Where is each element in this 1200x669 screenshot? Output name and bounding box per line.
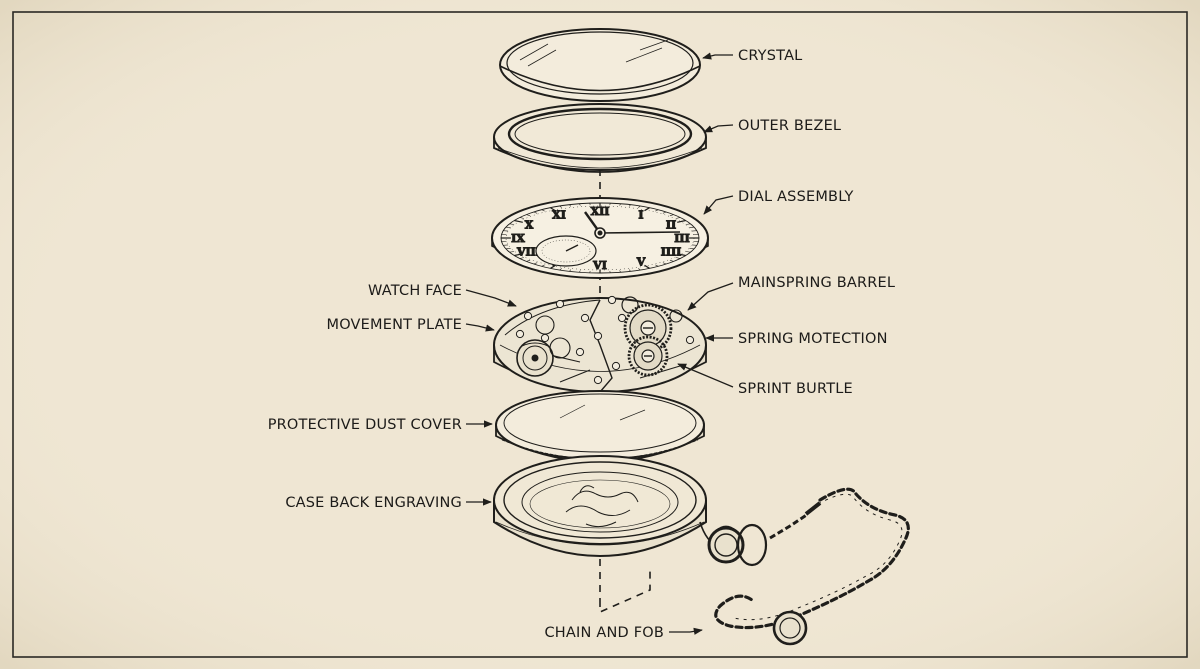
dial-tick <box>526 214 531 217</box>
dial-tick <box>689 248 695 250</box>
dial-tick <box>609 271 611 273</box>
dial-tick <box>541 264 545 267</box>
dial-numeral: IIII <box>661 246 682 259</box>
dial-tick <box>589 271 591 273</box>
dial-tick <box>628 269 631 272</box>
dial-tick <box>638 205 641 208</box>
dial-tick <box>519 217 524 219</box>
dial-tick <box>609 203 611 205</box>
dial-tick <box>655 209 659 212</box>
dial-tick <box>638 268 641 271</box>
dial-tick <box>685 251 691 253</box>
dial-tick <box>628 204 631 207</box>
label-mainspring-barrel: MAINSPRING BARREL <box>738 275 895 291</box>
label-dial-assembly: DIAL ASSEMBLY <box>738 189 854 205</box>
dial-tick <box>514 253 523 257</box>
chain-and-fob-part <box>699 487 910 646</box>
dial-tick <box>662 211 667 214</box>
dial-tick <box>619 270 621 273</box>
dial-tick <box>569 269 572 272</box>
dial-tick <box>589 203 591 205</box>
dial-tick <box>526 259 531 262</box>
mainspring-barrel-gear <box>623 303 673 353</box>
dial-tick <box>655 264 659 267</box>
dial-numeral: II <box>666 219 676 232</box>
dial-tick <box>550 207 556 212</box>
movement-screws <box>515 295 695 385</box>
dial-tick <box>676 257 681 259</box>
dial-numeral: XI <box>552 209 566 222</box>
dial-numeral: I <box>638 209 643 222</box>
dial-tick <box>579 203 581 206</box>
frame-border <box>12 11 1188 658</box>
dial-tick <box>533 211 538 214</box>
engraving-ornament <box>565 485 639 528</box>
spring-gear <box>627 335 669 377</box>
dial-tick <box>509 251 515 253</box>
dial-tick <box>505 226 511 228</box>
dial-tick <box>514 219 523 223</box>
label-protective-dust-cover: PROTECTIVE DUST COVER <box>268 417 462 433</box>
dial-tick <box>579 270 581 273</box>
dial-tick <box>505 248 511 250</box>
dial-numeral: VIII <box>516 246 541 259</box>
dust-cover-part <box>495 390 705 463</box>
dial-numeral: XII <box>591 205 610 218</box>
dial-tick <box>662 262 667 265</box>
label-outer-bezel: OUTER BEZEL <box>738 118 841 134</box>
label-sprint-burtle: SPRINT BURTLE <box>738 381 853 397</box>
outer-bezel-part <box>493 103 707 173</box>
dial-numeral: III <box>674 232 689 245</box>
dial-tick <box>644 207 650 212</box>
label-movement-plate: MOVEMENT PLATE <box>326 317 462 333</box>
dial-tick <box>669 259 674 262</box>
dial-numeral: V <box>636 255 646 268</box>
dial-tick <box>619 203 621 206</box>
label-case-back-engraving: CASE BACK ENGRAVING <box>285 495 462 511</box>
case-back-part <box>493 455 707 557</box>
dial-tick <box>509 223 515 225</box>
dial-tick <box>677 253 686 257</box>
label-crystal: CRYSTAL <box>738 48 802 64</box>
leader-lines <box>465 52 734 635</box>
dial-numeral: VI <box>592 259 607 272</box>
dial-tick <box>569 204 572 207</box>
dial-tick <box>644 264 650 269</box>
dial-tick <box>559 205 562 208</box>
dial-tick <box>685 223 691 225</box>
dial-tick <box>519 257 524 259</box>
dial-numeral: IX <box>511 232 525 245</box>
dial-tick <box>533 262 538 265</box>
dial-tick <box>677 219 686 223</box>
dial-tick <box>559 268 562 271</box>
label-watch-face: WATCH FACE <box>368 283 462 299</box>
movement-plate-part <box>493 295 707 393</box>
dial-tick <box>689 226 695 228</box>
label-spring-motection: SPRING MOTECTION <box>738 331 888 347</box>
dial-tick <box>676 217 681 219</box>
dial-tick <box>550 264 556 269</box>
dial-tick <box>669 214 674 217</box>
dial-numeral: X <box>525 219 534 232</box>
label-chain-and-fob: CHAIN AND FOB <box>544 625 664 641</box>
dial-tick <box>541 209 545 212</box>
dial-assembly-part: XIIIIIIIIIIIIVVIVIIVIIIIXXXI <box>491 197 709 279</box>
crystal-part <box>499 28 701 102</box>
